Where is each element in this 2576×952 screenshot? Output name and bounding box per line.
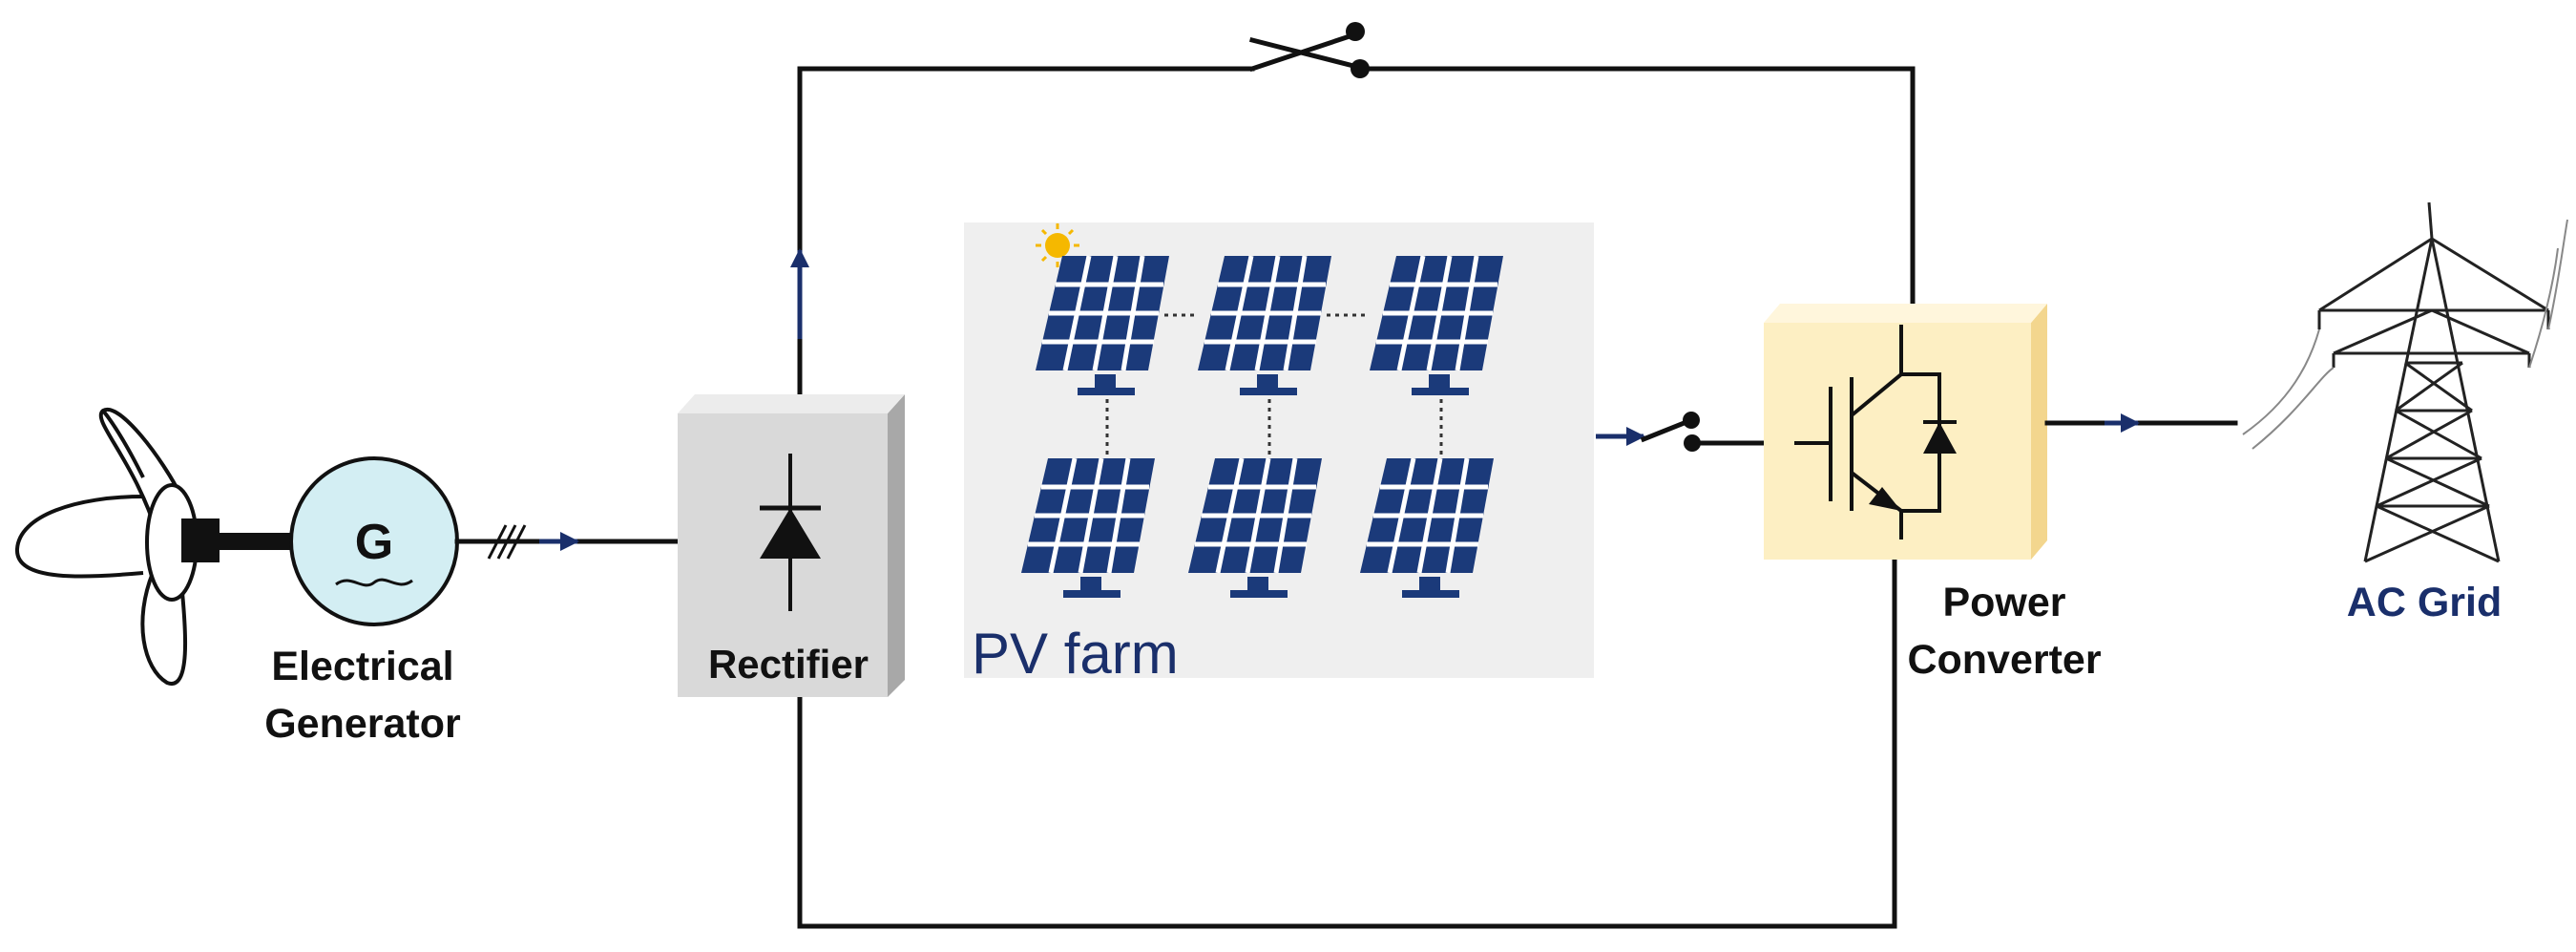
generator-label-line1: Electrical [271, 644, 453, 689]
pv-farm-label: PV farm [972, 622, 1179, 686]
generator-symbol: G [355, 515, 393, 570]
diode-icon [760, 454, 821, 611]
generator-label-line2: Generator [264, 701, 461, 747]
converter-label-line2: Converter [1907, 637, 2101, 683]
rectifier-label: Rectifier [708, 642, 869, 687]
pv-interconnects [1105, 313, 1443, 458]
pv-link [1596, 412, 1767, 452]
power-converter-box [1764, 304, 2047, 560]
grid-label: AC Grid [2347, 580, 2502, 625]
ac-link-three-phase [454, 524, 681, 560]
wind-turbine-icon [14, 407, 294, 686]
transmission-tower-icon [2242, 201, 2568, 563]
converter-label-line1: Power [1942, 580, 2065, 625]
bypass-switch-icon [1248, 22, 1370, 78]
igbt-icon [1794, 325, 1957, 539]
